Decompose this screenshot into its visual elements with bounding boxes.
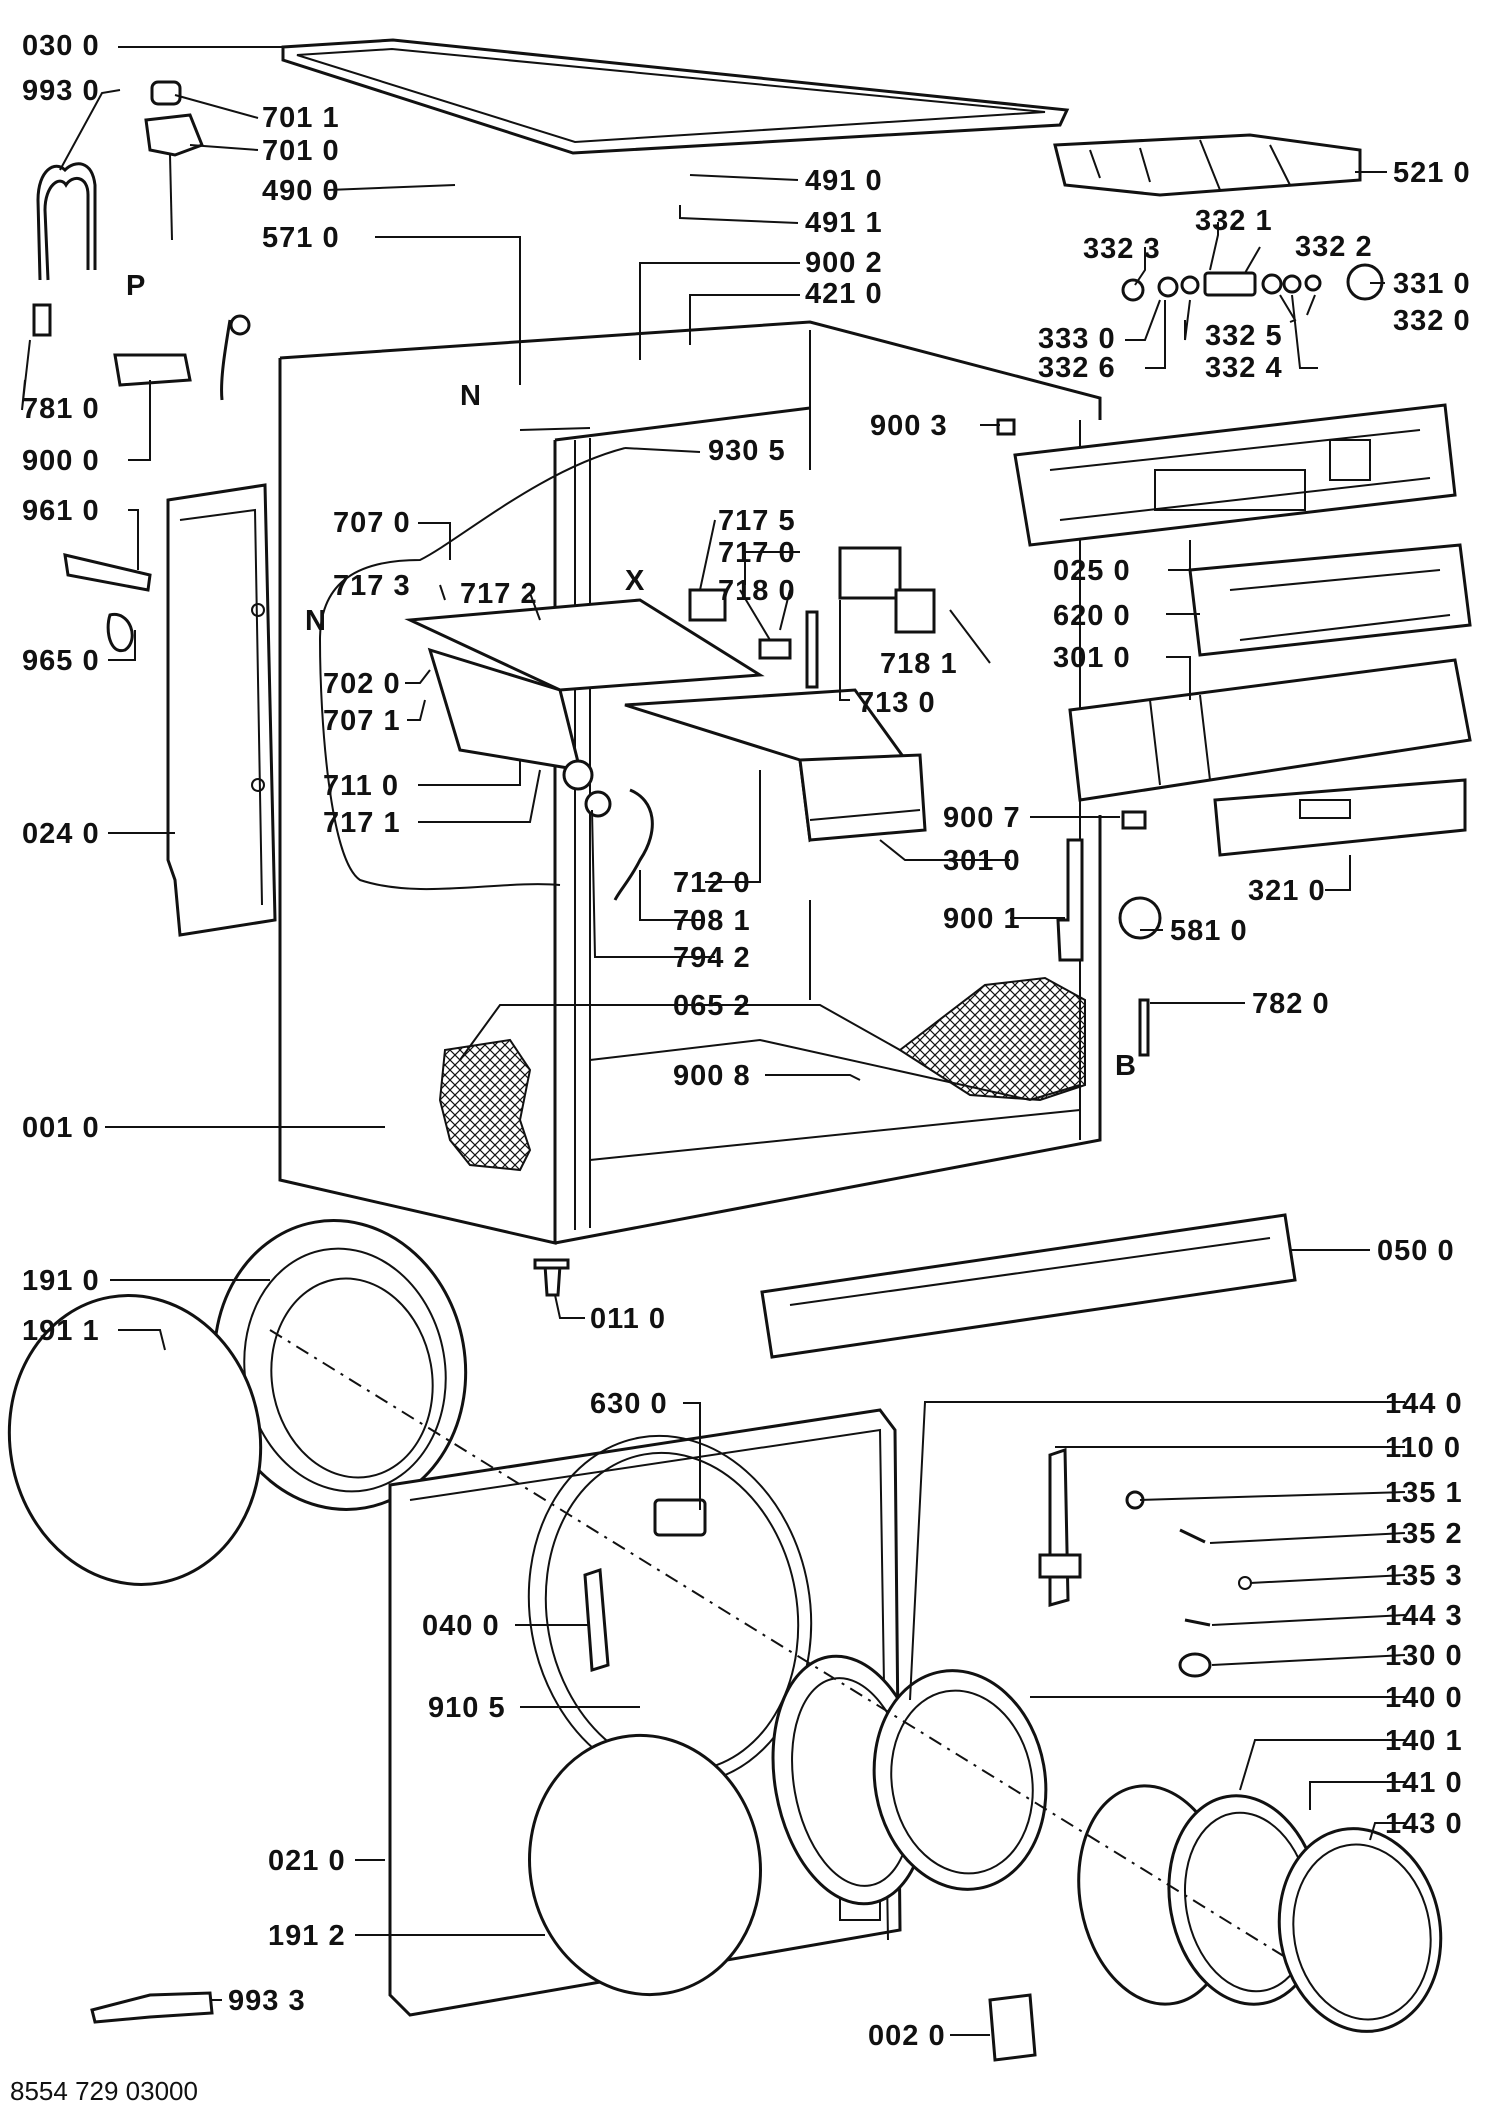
label-708-1: 708 1 (673, 905, 751, 937)
label-130-0: 130 0 (1385, 1640, 1463, 1672)
label-900-8: 900 8 (673, 1060, 751, 1092)
label-024-0: 024 0 (22, 818, 100, 850)
label-930-5: 930 5 (708, 435, 786, 467)
cabinet (278, 320, 1102, 1245)
label-332-3: 332 3 (1083, 233, 1161, 265)
label-965-0: 965 0 (22, 645, 100, 677)
label-144-3: 144 3 (1385, 1600, 1463, 1632)
label-144-0: 144 0 (1385, 1388, 1463, 1420)
label-620-0: 620 0 (1053, 600, 1131, 632)
label-701-1: 701 1 (262, 102, 340, 134)
label-040-0: 040 0 (422, 1610, 500, 1642)
label-301-0-a: 301 0 (1053, 642, 1131, 674)
label-701-0: 701 0 (262, 135, 340, 167)
label-900-0: 900 0 (22, 445, 100, 477)
leader-lines (21, 46, 1406, 2036)
label-993-0: 993 0 (22, 75, 100, 107)
label-717-1: 717 1 (323, 807, 401, 839)
marker-n-left: N (305, 605, 327, 637)
label-717-0: 717 0 (718, 537, 796, 569)
letter-markers: N P X N B (126, 270, 1137, 1082)
top-lid (281, 38, 1070, 155)
label-332-2: 332 2 (1295, 231, 1373, 263)
label-781-0: 781 0 (22, 393, 100, 425)
label-910-5: 910 5 (428, 1692, 506, 1724)
label-021-0: 021 0 (268, 1845, 346, 1877)
label-050-0: 050 0 (1377, 1235, 1455, 1267)
label-140-1: 140 1 (1385, 1725, 1463, 1757)
label-135-2: 135 2 (1385, 1518, 1463, 1550)
label-707-0: 707 0 (333, 507, 411, 539)
label-630-0: 630 0 (590, 1388, 668, 1420)
label-521-0: 521 0 (1393, 157, 1471, 189)
label-001-0: 001 0 (22, 1112, 100, 1144)
label-717-3: 717 3 (333, 570, 411, 602)
label-581-0: 581 0 (1170, 915, 1248, 947)
plinth (533, 1213, 1297, 1359)
label-491-1: 491 1 (805, 207, 883, 239)
label-135-3: 135 3 (1385, 1560, 1463, 1592)
label-707-1: 707 1 (323, 705, 401, 737)
label-332-4: 332 4 (1205, 352, 1283, 384)
label-900-7: 900 7 (943, 802, 1021, 834)
label-993-3: 993 3 (228, 1985, 306, 2017)
front-and-door (7, 1219, 1443, 2062)
label-421-0: 421 0 (805, 278, 883, 310)
label-135-1: 135 1 (1385, 1477, 1463, 1509)
label-900-3: 900 3 (870, 410, 948, 442)
marker-b: B (1115, 1050, 1137, 1082)
label-143-0: 143 0 (1385, 1808, 1463, 1840)
part-labels: 030 0 993 0 701 1 701 0 490 0 491 0 491 … (22, 30, 1471, 2052)
label-702-0: 702 0 (323, 668, 401, 700)
marker-n-top: N (460, 380, 482, 412)
label-717-2: 717 2 (460, 578, 538, 610)
label-332-6: 332 6 (1038, 352, 1116, 384)
label-191-0: 191 0 (22, 1265, 100, 1297)
control-panel-parts (996, 133, 1472, 1057)
label-321-0: 321 0 (1248, 875, 1326, 907)
label-961-0: 961 0 (22, 495, 100, 527)
label-332-1: 332 1 (1195, 205, 1273, 237)
label-491-0: 491 0 (805, 165, 883, 197)
label-332-0: 332 0 (1393, 305, 1471, 337)
label-333-0: 333 0 (1038, 323, 1116, 355)
label-110-0: 110 0 (1385, 1432, 1461, 1464)
label-332-5: 332 5 (1205, 320, 1283, 352)
label-140-0: 140 0 (1385, 1682, 1463, 1714)
label-717-5: 717 5 (718, 505, 796, 537)
marker-x: X (625, 565, 645, 597)
detergent-dispenser (404, 546, 936, 901)
label-025-0: 025 0 (1053, 555, 1131, 587)
label-718-0: 718 0 (718, 575, 796, 607)
label-571-0: 571 0 (262, 222, 340, 254)
label-713-0: 713 0 (858, 687, 936, 719)
label-141-0: 141 0 (1385, 1767, 1463, 1799)
label-782-0: 782 0 (1252, 988, 1330, 1020)
left-side-parts (32, 80, 277, 937)
label-030-0: 030 0 (22, 30, 100, 62)
marker-p: P (126, 270, 146, 302)
label-490-0: 490 0 (262, 175, 340, 207)
label-002-0: 002 0 (868, 2020, 946, 2052)
label-331-0: 331 0 (1393, 268, 1471, 300)
label-711-0: 711 0 (323, 770, 399, 802)
label-712-0: 712 0 (673, 867, 751, 899)
label-065-2: 065 2 (673, 990, 751, 1022)
label-900-1: 900 1 (943, 903, 1021, 935)
label-191-2: 191 2 (268, 1920, 346, 1952)
label-191-1: 191 1 (22, 1315, 100, 1347)
label-301-0-b: 301 0 (943, 845, 1021, 877)
label-011-0: 011 0 (590, 1303, 666, 1335)
label-718-1: 718 1 (880, 648, 958, 680)
label-794-2: 794 2 (673, 942, 751, 974)
diagram-code: 8554 729 03000 (10, 2076, 198, 2106)
label-900-2: 900 2 (805, 247, 883, 279)
